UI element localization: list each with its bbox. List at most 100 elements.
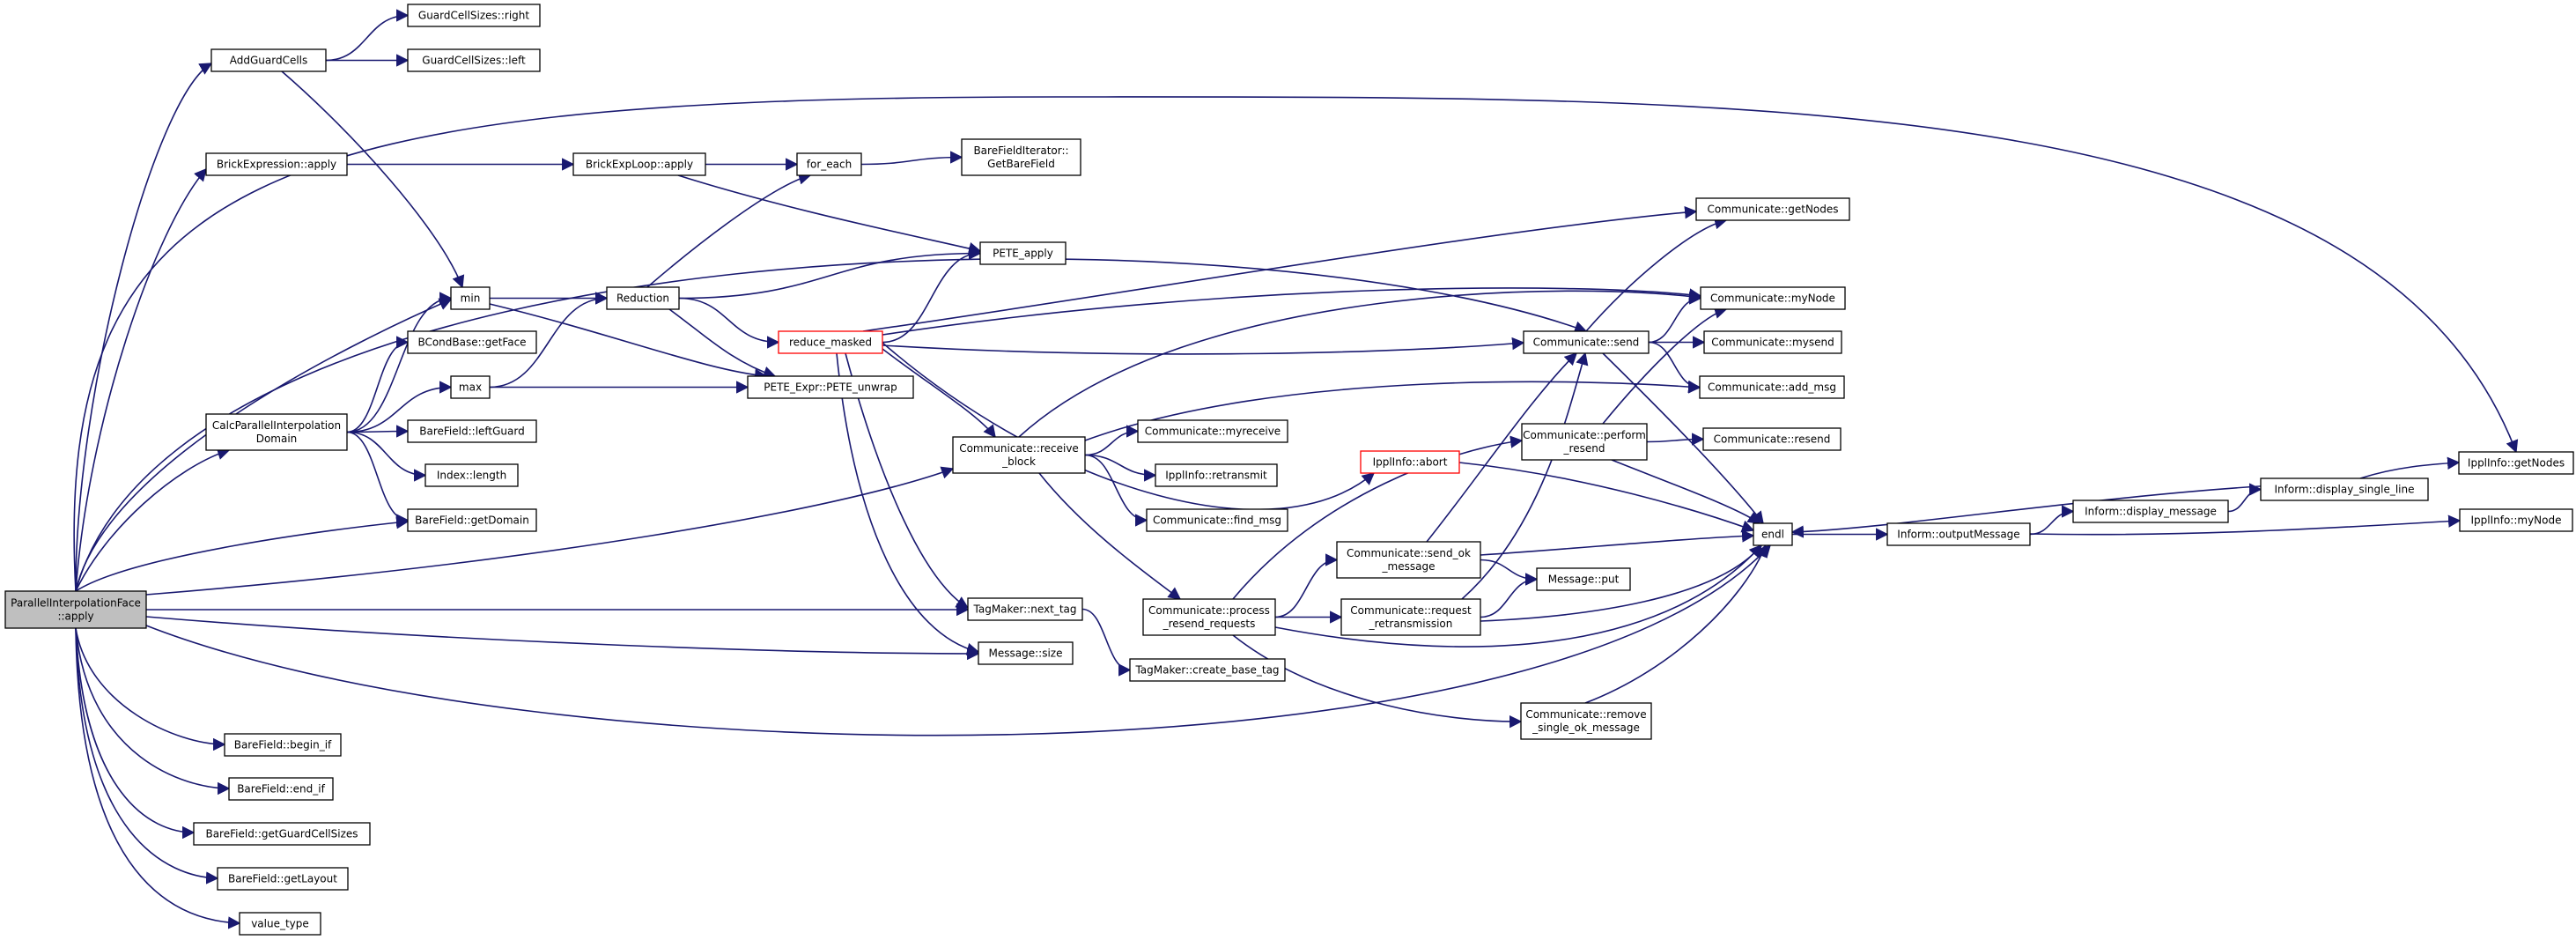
node-label: IpplInfo::getNodes <box>2468 457 2565 470</box>
edge-root-to-send <box>75 257 1588 592</box>
edge-calcpar-to-getdomain <box>346 431 410 527</box>
node-beginif[interactable]: BareField::begin_if <box>224 733 342 757</box>
node-min[interactable]: min <box>450 286 491 310</box>
node-endif[interactable]: BareField::end_if <box>228 777 334 801</box>
edge-root-to-getdomain <box>75 516 410 592</box>
node-send[interactable]: Communicate::send <box>1523 330 1650 354</box>
node-box <box>1702 427 1842 451</box>
node-idxlen[interactable]: Index::length <box>424 463 519 487</box>
node-label: BareField::begin_if <box>234 739 332 751</box>
edge-root-to-endif <box>75 627 231 796</box>
node-endl[interactable]: endl <box>1753 522 1793 546</box>
node-outputmsg[interactable]: Inform::outputMessage <box>1886 522 2031 546</box>
node-box <box>4 590 147 629</box>
edge-reduce_masked-to-pete_apply <box>882 247 982 344</box>
edge-root-to-beginif <box>75 627 226 751</box>
node-pete-apply[interactable]: PETE_apply <box>979 241 1067 265</box>
node-label: Communicate::request <box>1350 604 1472 617</box>
node-gcs-right[interactable]: GuardCellSizes::right <box>407 4 541 27</box>
node-addguard[interactable]: AddGuardCells <box>210 48 327 72</box>
edge-sendok-to-send <box>1426 352 1578 543</box>
node-label: Index::length <box>437 470 506 482</box>
node-box <box>1137 419 1288 443</box>
node-box <box>967 597 1083 621</box>
node-findmsg[interactable]: Communicate::find_msg <box>1146 508 1288 532</box>
node-box <box>979 241 1067 265</box>
node-label: Communicate::send <box>1533 337 1640 349</box>
node-root[interactable]: ParallelInterpolationFace::apply <box>4 590 147 629</box>
nodes-layer: ParallelInterpolationFace::apply AddGuard… <box>4 4 2574 936</box>
node-leftguard[interactable]: BareField::leftGuard <box>407 419 537 443</box>
node-addmsg[interactable]: Communicate::add_msg <box>1699 375 1845 399</box>
node-sendok[interactable]: Communicate::send_ok_message <box>1336 541 1481 579</box>
node-reduction[interactable]: Reduction <box>606 286 680 310</box>
node-myreceive[interactable]: Communicate::myreceive <box>1137 419 1288 443</box>
node-label: Communicate::mysend <box>1711 337 1834 349</box>
node-box <box>450 286 491 310</box>
node-box <box>1753 522 1793 546</box>
edge-addguard-to-min <box>281 70 465 289</box>
node-label: GuardCellSizes::left <box>422 55 526 67</box>
node-label: IpplInfo::retransmit <box>1165 470 1267 482</box>
node-dispsingle[interactable]: Inform::display_single_line <box>2260 477 2429 501</box>
edge-addguard-to-gcs_right <box>325 9 410 62</box>
node-label: PETE_apply <box>993 248 1053 260</box>
node-performresend[interactable]: Communicate::perform_resend <box>1521 423 1648 461</box>
node-msgsize[interactable]: Message::size <box>978 641 1074 665</box>
node-brickloop[interactable]: BrickExpLoop::apply <box>572 152 706 176</box>
node-getlayout[interactable]: BareField::getLayout <box>217 867 349 891</box>
node-label: BareField::getLayout <box>228 873 337 885</box>
node-abort[interactable]: IpplInfo::abort <box>1360 450 1460 474</box>
node-bcond[interactable]: BCondBase::getFace <box>407 330 537 354</box>
node-label: IpplInfo::abort <box>1373 456 1448 469</box>
node-retransmit[interactable]: IpplInfo::retransmit <box>1155 463 1278 487</box>
node-box <box>1521 423 1648 461</box>
node-procresend[interactable]: Communicate::process_resend_requests <box>1142 598 1276 636</box>
node-label: BareField::getDomain <box>415 514 529 527</box>
edge-reduction-to-foreach <box>646 172 812 288</box>
node-label: AddGuardCells <box>230 55 308 67</box>
node-createbasetag[interactable]: TagMaker::create_base_tag <box>1129 658 1286 682</box>
node-brickexpr[interactable]: BrickExpression::apply <box>205 152 348 176</box>
node-recvblock[interactable]: Communicate::receive_block <box>952 436 1086 474</box>
node-ippl-getnodes[interactable]: IpplInfo::getNodes <box>2458 451 2574 475</box>
node-dispmsg[interactable]: Inform::display_message <box>2072 500 2229 523</box>
node-getnodes[interactable]: Communicate::getNodes <box>1695 197 1850 221</box>
node-box <box>978 641 1074 665</box>
edge-outputmsg-to-ippl_mynode <box>2029 514 2462 536</box>
edge-performresend-to-mynode <box>1602 306 1728 425</box>
node-msgput[interactable]: Message::put <box>1536 567 1631 591</box>
node-label: _resend <box>1563 442 1605 455</box>
edge-root-to-getlayout <box>75 627 219 884</box>
node-removesingle[interactable]: Communicate::remove_single_ok_message <box>1520 702 1652 740</box>
edge-send-to-addmsg <box>1648 341 1701 394</box>
node-label: endl <box>1761 529 1784 541</box>
node-ippl-mynode[interactable]: IpplInfo::myNode <box>2459 508 2573 532</box>
edge-max-to-reduction <box>489 292 609 389</box>
node-reduce-masked[interactable]: reduce_masked <box>778 330 883 354</box>
node-nexttag[interactable]: TagMaker::next_tag <box>967 597 1083 621</box>
node-foreach[interactable]: for_each <box>796 152 862 176</box>
edge-recvblock-to-myreceive <box>1084 425 1140 456</box>
node-bfiter[interactable]: BareFieldIterator::GetBareField <box>961 138 1081 176</box>
edge-dispsingle-to-endl <box>1790 484 2291 538</box>
node-valuetype[interactable]: value_type <box>239 912 321 936</box>
node-pete-unwrap[interactable]: PETE_Expr::PETE_unwrap <box>747 375 914 399</box>
node-mysend[interactable]: Communicate::mysend <box>1703 330 1842 354</box>
node-reqretrans[interactable]: Communicate::request_retransmission <box>1340 598 1481 636</box>
node-resend[interactable]: Communicate::resend <box>1702 427 1842 451</box>
edge-reduce_masked-to-nexttag <box>845 352 970 609</box>
edge-reduce_masked-to-getnodes <box>862 205 1698 332</box>
edge-root-to-getgcs <box>75 627 196 840</box>
node-getdomain[interactable]: BareField::getDomain <box>407 508 537 532</box>
node-gcs-left[interactable]: GuardCellSizes::left <box>407 48 541 72</box>
node-mynode[interactable]: Communicate::myNode <box>1700 286 1846 310</box>
edge-send-to-getnodes <box>1585 217 1728 332</box>
node-getgcs[interactable]: BareField::getGuardCellSizes <box>193 822 371 846</box>
node-max[interactable]: max <box>450 375 491 399</box>
edge-root-to-min <box>75 298 453 592</box>
edge-abort-to-endl <box>1458 462 1755 533</box>
node-label: Communicate::remove <box>1525 708 1646 721</box>
node-box <box>210 48 327 72</box>
